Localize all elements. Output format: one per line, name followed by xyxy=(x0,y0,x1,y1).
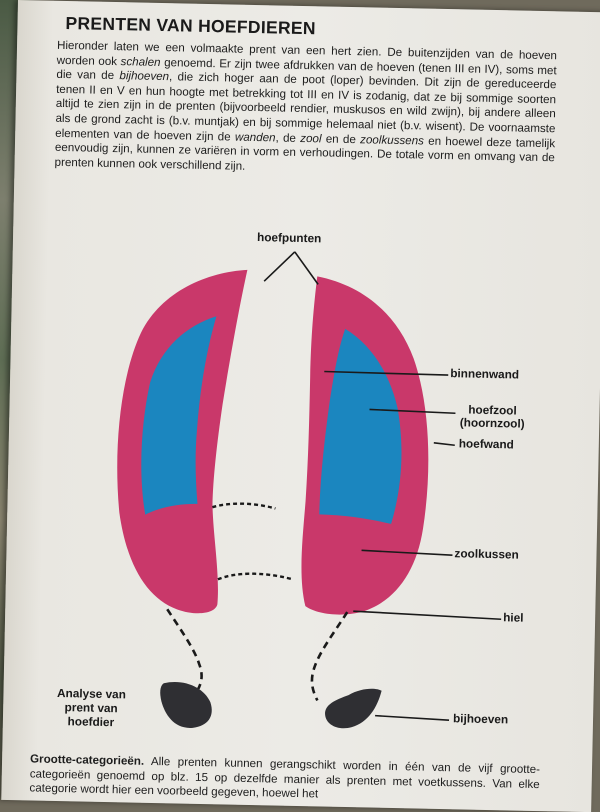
size-categories-heading: Grootte-categorieën. xyxy=(29,752,145,768)
bijhoeven-leader xyxy=(375,714,450,721)
right-hoof-sole xyxy=(319,328,402,524)
right-dewclaw xyxy=(325,688,382,729)
hiel-leader xyxy=(353,610,502,621)
left-dewclaw-dashed-line xyxy=(166,608,203,697)
label-hoornzool: (hoornzool) xyxy=(459,415,525,431)
label-hoefzool-group: hoefzool (hoornzool) xyxy=(457,403,528,431)
label-bijhoeven: bijhoeven xyxy=(452,711,509,727)
label-hoefwand: hoefwand xyxy=(458,436,515,452)
left-hoof-sole xyxy=(141,316,217,515)
hoefzool-leader xyxy=(369,408,456,415)
interdigital-dotted-line-upper xyxy=(212,502,276,510)
zoolkussen-leader xyxy=(361,549,453,557)
caption-line-3: hoefdier xyxy=(67,714,115,730)
label-hoefpunten: hoefpunten xyxy=(256,230,322,246)
figure-caption: Analyse van prent van hoefdier xyxy=(31,685,152,730)
left-dewclaw xyxy=(160,682,212,728)
right-dewclaw-dashed-line xyxy=(310,611,349,702)
size-categories-paragraph: Grootte-categorieën. Alle prenten kunnen… xyxy=(29,752,540,806)
hoefpunten-pointer-right xyxy=(294,251,319,285)
hoof-print-diagram xyxy=(117,251,502,729)
hoefwand-leader xyxy=(433,442,455,447)
label-hiel: hiel xyxy=(503,610,524,625)
label-binnenwand: binnenwand xyxy=(450,366,520,382)
interdigital-dotted-line-lower xyxy=(217,572,292,581)
binnenwand-leader xyxy=(324,370,449,376)
hoefpunten-pointer-left xyxy=(263,251,296,282)
label-zoolkussen: zoolkussen xyxy=(454,546,519,562)
